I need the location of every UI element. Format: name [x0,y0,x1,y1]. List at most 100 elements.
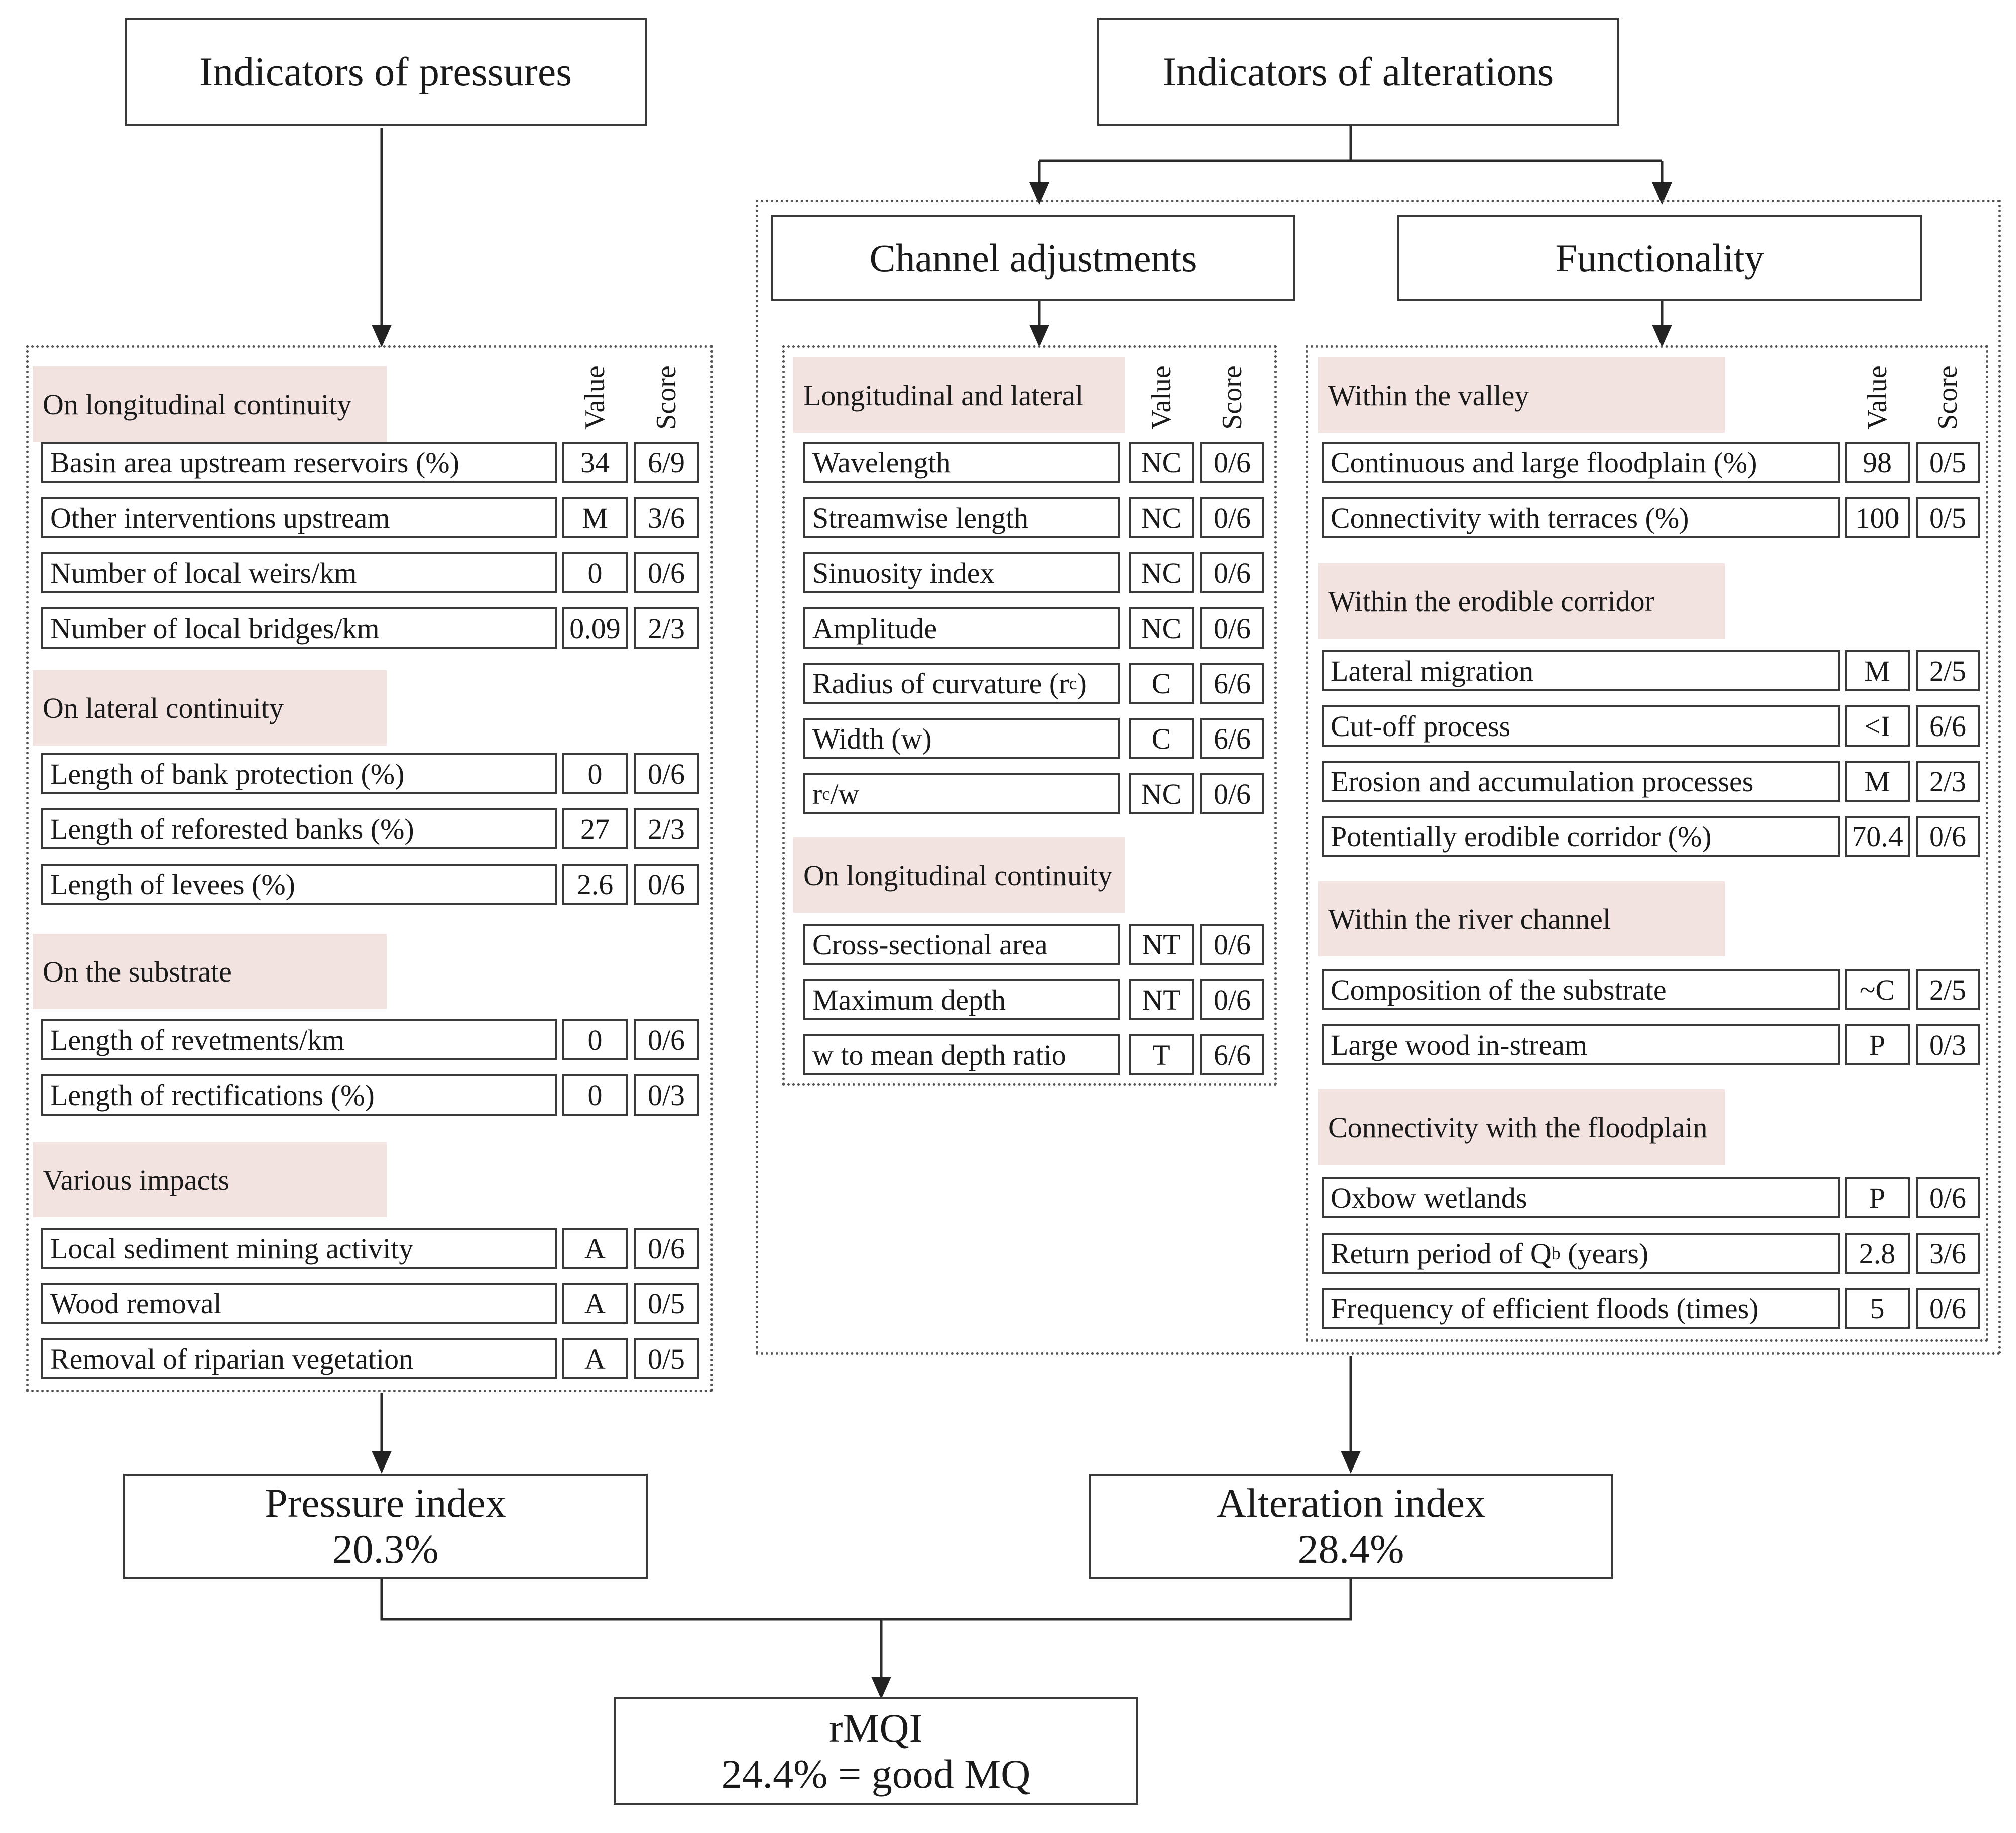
indicator-score: 0/6 [634,1019,699,1060]
indicator-label-text: Oxbow wetlands [1331,1181,1527,1214]
indicator-label-text: Length of bank protection (%) [50,757,405,790]
indicator-label-text: w to mean depth ratio [812,1038,1066,1071]
channel-header-box: Channel adjustments [771,215,1295,301]
indicator-label: Sinuosity index [803,552,1120,593]
indicator-label-suffix: ) [1077,667,1087,700]
score-column-header: Score [1932,365,1963,430]
indicator-value: 2.8 [1845,1233,1910,1274]
indicator-score: 0/6 [634,1228,699,1269]
indicator-label: Basin area upstream reservoirs (%) [41,442,557,483]
indicator-value: 0.09 [562,607,628,649]
indicator-label-subscript: b [1551,1243,1561,1263]
pressure-index-title: Pressure index [265,1480,506,1526]
section-various-impacts: Various impacts [33,1142,387,1217]
indicator-label: Lateral migration [1322,650,1840,691]
indicator-value: A [562,1228,628,1269]
indicator-label: Composition of the substrate [1322,969,1840,1010]
indicator-score: 6/6 [1916,705,1980,747]
line-indices-merge [380,1579,1352,1621]
indicator-label: Other interventions upstream [41,497,557,538]
indicator-label-text: Other interventions upstream [50,501,390,534]
indicator-score: 0/6 [1200,773,1264,814]
indicator-label-text: Amplitude [812,612,937,645]
indicator-label: Length of rectifications (%) [41,1074,557,1116]
indicator-value: NC [1129,552,1194,593]
indicator-value: P [1845,1177,1910,1218]
section-within-the-erodible-corridor: Within the erodible corridor [1318,563,1725,639]
indicator-score: 0/6 [1200,979,1264,1020]
indicator-value: NT [1129,924,1194,965]
indicator-label: Amplitude [803,607,1120,649]
indicator-label: Length of reforested banks (%) [41,808,557,849]
pressure-index-box: Pressure index 20.3% [123,1474,648,1579]
indicator-label: w to mean depth ratio [803,1034,1120,1075]
indicator-value: A [562,1338,628,1379]
section-on-the-substrate: On the substrate [33,934,387,1009]
channel-table [782,345,1277,1086]
indicator-score: 0/6 [1916,816,1980,857]
indicator-score: 3/6 [1916,1233,1980,1274]
indicator-value: 5 [1845,1288,1910,1329]
functionality-header-box: Functionality [1397,215,1922,301]
indicator-value: M [1845,761,1910,802]
indicator-value: 70.4 [1845,816,1910,857]
score-column-header: Score [1217,365,1248,430]
section-on-longitudinal-continuity: On longitudinal continuity [793,837,1125,913]
indicator-label-text: Cross-sectional area [812,928,1048,961]
indicator-label-text: Length of reforested banks (%) [50,812,414,845]
indicator-label-text: Potentially erodible corridor (%) [1331,820,1712,853]
indicator-label-text: Local sediment mining activity [50,1232,414,1265]
indicator-value: M [562,497,628,538]
indicator-label-text: Number of local bridges/km [50,612,380,645]
indicator-score: 0/6 [1200,924,1264,965]
indicator-label: Potentially erodible corridor (%) [1322,816,1840,857]
indicator-score: 6/6 [1200,663,1264,704]
indicator-value: NT [1129,979,1194,1020]
pressures-header-title: Indicators of pressures [199,48,572,94]
pressures-header-box: Indicators of pressures [125,18,647,126]
rmqi-box: rMQI 24.4% = good MQ [614,1697,1138,1805]
indicator-value: 0 [562,552,628,593]
indicator-label-text: Removal of riparian vegetation [50,1342,414,1375]
functionality-header-title: Functionality [1555,236,1764,280]
indicator-value: A [562,1283,628,1324]
indicator-score: 2/3 [634,607,699,649]
indicator-label-text: Connectivity with terraces (%) [1331,501,1689,534]
alterations-header-box: Indicators of alterations [1097,18,1619,126]
channel-header-title: Channel adjustments [869,236,1197,280]
indicator-label: Large wood in-stream [1322,1024,1840,1065]
indicator-label: Length of revetments/km [41,1019,557,1060]
indicator-score: 0/6 [1200,497,1264,538]
indicator-score: 0/6 [1916,1288,1980,1329]
indicator-value: 2.6 [562,864,628,905]
indicator-score: 6/6 [1200,1034,1264,1075]
functionality-table [1306,345,1988,1342]
indicator-label: Number of local bridges/km [41,607,557,649]
score-column-header: Score [651,365,682,430]
indicator-label-text: Continuous and large floodplain (%) [1331,446,1757,479]
pressure-index-value: 20.3% [332,1526,439,1572]
indicator-score: 2/3 [1916,761,1980,802]
value-column-header: Value [579,365,611,430]
indicator-label-text: Basin area upstream reservoirs (%) [50,446,459,479]
indicator-label-text: Sinuosity index [812,556,995,589]
value-column-header: Value [1862,365,1893,430]
indicator-value: 27 [562,808,628,849]
indicator-score: 0/5 [634,1338,699,1379]
indicator-score: 6/6 [1200,718,1264,759]
indicator-label: Length of levees (%) [41,864,557,905]
indicator-score: 0/6 [634,552,699,593]
indicator-value: ~C [1845,969,1910,1010]
indicator-score: 0/6 [634,753,699,794]
indicator-label-text: Maximum depth [812,983,1006,1016]
indicator-score: 0/6 [634,864,699,905]
indicator-value: 0 [562,1074,628,1116]
indicator-score: 2/5 [1916,650,1980,691]
value-column-header: Value [1146,365,1177,430]
indicator-label-text: Radius of curvature (r [812,667,1069,700]
indicator-label: Frequency of efficient floods (times) [1322,1288,1840,1329]
indicator-score: 0/5 [634,1283,699,1324]
